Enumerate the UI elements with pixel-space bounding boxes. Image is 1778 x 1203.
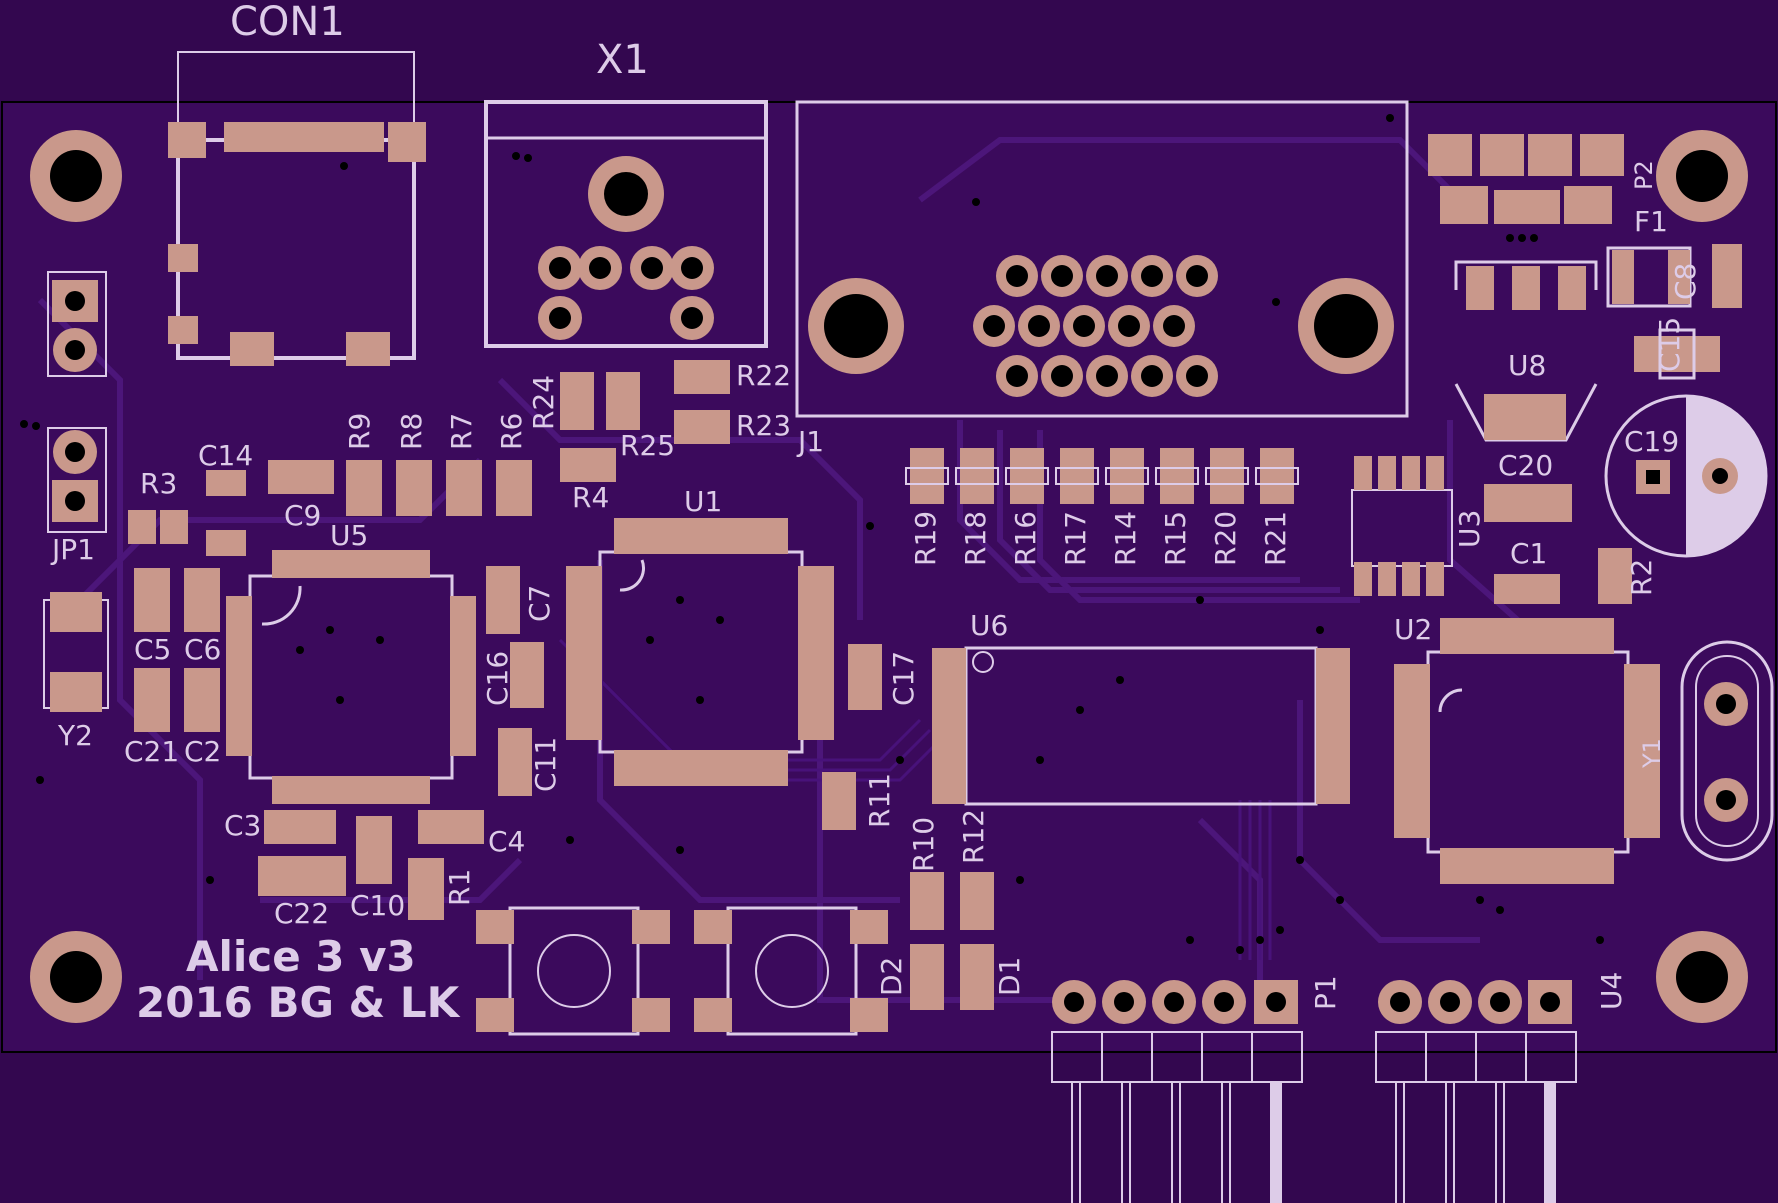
label-c3: C3 xyxy=(224,809,262,842)
resistor-row-r14-r21 xyxy=(905,448,1299,504)
mounting-holes xyxy=(30,130,1748,1023)
label-c10: C10 xyxy=(350,889,406,922)
u8-regulator xyxy=(1454,260,1598,442)
label-r2: R2 xyxy=(1625,558,1658,596)
label-c11: C11 xyxy=(529,736,562,792)
label-c9: C9 xyxy=(284,499,322,532)
label-c19: C19 xyxy=(1624,425,1680,458)
label-r17: R17 xyxy=(1059,510,1092,566)
label-r24: R24 xyxy=(527,374,560,430)
label-c8: C8 xyxy=(1669,262,1702,300)
tactile-switches xyxy=(476,906,888,1036)
label-c16: C16 xyxy=(481,650,514,706)
label-r6: R6 xyxy=(495,412,528,450)
label-r16: R16 xyxy=(1009,510,1042,566)
label-x1: X1 xyxy=(596,37,649,83)
label-f1: F1 xyxy=(1634,205,1668,238)
board-title-line2: 2016 BG & LK xyxy=(136,978,460,1027)
x1-connector xyxy=(484,100,768,348)
label-u3: U3 xyxy=(1453,509,1486,548)
u3-chip xyxy=(1351,456,1453,596)
label-con1: CON1 xyxy=(230,0,345,45)
label-c1: C1 xyxy=(1510,537,1548,570)
y2-crystal xyxy=(43,592,109,712)
j1-vga-connector xyxy=(795,100,1409,418)
con1-footprint xyxy=(168,51,426,366)
label-r3: R3 xyxy=(140,467,178,500)
y1-crystal xyxy=(1680,640,1774,862)
label-r7: R7 xyxy=(445,412,478,450)
label-u5: U5 xyxy=(330,519,369,552)
left-passives xyxy=(128,360,994,1010)
label-r18: R18 xyxy=(959,510,992,566)
label-c22: C22 xyxy=(274,897,330,930)
label-c5: C5 xyxy=(134,633,172,666)
label-r12: R12 xyxy=(957,808,990,864)
label-c15: C15 xyxy=(1653,316,1686,372)
label-jp1: JP1 xyxy=(52,533,95,566)
label-c4: C4 xyxy=(488,825,526,858)
label-r25: R25 xyxy=(620,429,676,462)
label-r21: R21 xyxy=(1259,510,1292,566)
label-c17: C17 xyxy=(887,650,920,706)
copper-traces-thin xyxy=(558,638,1272,960)
label-r10: R10 xyxy=(907,816,940,872)
label-r23: R23 xyxy=(736,409,792,442)
label-u8: U8 xyxy=(1508,349,1547,382)
label-r14: R14 xyxy=(1109,510,1142,566)
label-c20: C20 xyxy=(1498,449,1554,482)
label-r8: R8 xyxy=(395,412,428,450)
label-d2: D2 xyxy=(875,956,908,996)
p1-header xyxy=(1051,980,1303,1203)
label-p2: P2 xyxy=(1630,160,1658,190)
label-p1: P1 xyxy=(1309,975,1342,1010)
vias xyxy=(20,114,1604,954)
label-c6: C6 xyxy=(184,633,222,666)
label-u1: U1 xyxy=(684,485,723,518)
label-r20: R20 xyxy=(1209,510,1242,566)
label-r15: R15 xyxy=(1159,510,1192,566)
u2-qfp xyxy=(1394,618,1660,884)
board-title-line1: Alice 3 v3 xyxy=(186,932,416,981)
label-y2: Y2 xyxy=(58,719,93,752)
label-r19: R19 xyxy=(909,510,942,566)
label-j1: J1 xyxy=(798,425,825,458)
label-u2: U2 xyxy=(1394,613,1433,646)
label-c7: C7 xyxy=(523,584,556,622)
label-r22: R22 xyxy=(736,359,792,392)
label-r4: R4 xyxy=(572,481,610,514)
u1-qfp xyxy=(566,518,834,786)
c20-c1-r2 xyxy=(1484,484,1632,604)
u4-header xyxy=(1375,980,1577,1203)
label-r11: R11 xyxy=(863,772,896,828)
label-c14: C14 xyxy=(198,439,254,472)
c19-electrolytic xyxy=(1604,394,1768,558)
label-u4: U4 xyxy=(1595,971,1628,1010)
u5-qfp xyxy=(226,550,476,804)
f1-c8-c15 xyxy=(1606,244,1742,380)
u6-chip xyxy=(932,646,1350,806)
label-d1: D1 xyxy=(993,956,1026,996)
label-u6: U6 xyxy=(970,609,1009,642)
label-y1: Y1 xyxy=(1638,738,1666,768)
label-c21: C21 xyxy=(124,735,180,768)
label-c2: C2 xyxy=(184,735,222,768)
jp1-headers xyxy=(47,271,107,533)
p2-pads xyxy=(1428,134,1624,224)
label-r9: R9 xyxy=(343,412,376,450)
label-r1: R1 xyxy=(443,868,476,906)
